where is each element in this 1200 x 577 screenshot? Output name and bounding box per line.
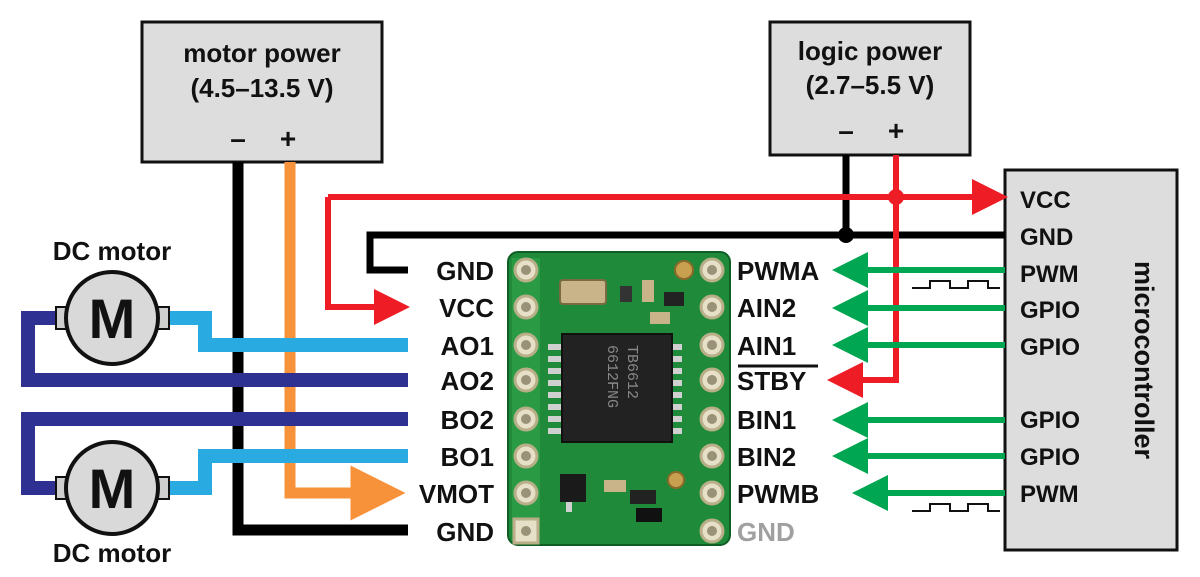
logic-power-range: (2.7–5.5 V) [806, 70, 935, 100]
motor-power-minus: – [230, 123, 246, 154]
pin-label-bo2: BO2 [441, 405, 494, 435]
logic-power-wires [325, 155, 1008, 398]
pin-label-pwma: PWMA [737, 256, 820, 286]
left-pin-labels: GND VCC AO1 AO2 BO2 BO1 VMOT GND [419, 256, 494, 547]
pin-label-gnd-right: GND [737, 517, 795, 547]
pin-label-vmot: VMOT [419, 479, 494, 509]
mcu-pin-gnd: GND [1020, 224, 1073, 251]
motor-a-symbol: M [89, 287, 136, 350]
motor-power-box: motor power (4.5–13.5 V) – + [140, 20, 384, 164]
chip-marking-2: 6612FNG [603, 345, 620, 408]
mcu-pin-pwm-b: PWM [1020, 481, 1079, 508]
mcu-pin-gpio-ain2: GPIO [1020, 297, 1080, 324]
driver-chip [561, 333, 673, 443]
motor-power-plus: + [280, 123, 296, 154]
motor-b-symbol: M [89, 457, 136, 520]
logic-power-plus: + [888, 115, 904, 146]
logic-power-title: logic power [798, 36, 942, 66]
driver-board: TB6612 6612FNG [507, 251, 731, 546]
pin-label-ain1: AIN1 [737, 331, 796, 361]
motor-power-range: (4.5–13.5 V) [190, 73, 333, 103]
motor-b-label: DC motor [53, 538, 171, 568]
pin-label-bo1: BO1 [441, 442, 494, 472]
logic-power-box: logic power (2.7–5.5 V) – + [768, 20, 972, 157]
motor-power-title: motor power [183, 38, 340, 68]
motor-a-label: DC motor [53, 236, 171, 266]
mcu-pin-gpio-ain1: GPIO [1020, 334, 1080, 361]
microcontroller-box: microcontroller VCC GND PWM GPIO GPIO GP… [1003, 168, 1179, 552]
mcu-pin-vcc: VCC [1020, 187, 1071, 214]
mcu-pin-gpio-bin1: GPIO [1020, 407, 1080, 434]
pin-label-bin2: BIN2 [737, 442, 796, 472]
microcontroller-title: microcontroller [1129, 261, 1159, 460]
signal-wires [832, 252, 1005, 512]
pin-label-vcc: VCC [439, 293, 494, 323]
motor-b-wires [21, 412, 408, 495]
pin-label-ain2: AIN2 [737, 293, 796, 323]
pin-label-bin1: BIN1 [737, 405, 796, 435]
left-header-pads [512, 257, 540, 545]
pin-label-gnd-left: GND [436, 256, 494, 286]
right-header-pads [699, 257, 725, 544]
pin-label-gnd-bottom: GND [436, 517, 494, 547]
pwm-waveform-icon [912, 503, 1000, 512]
motor-power-wires [232, 162, 408, 536]
pwm-waveform-icon [912, 280, 1000, 289]
pin-label-ao1: AO1 [441, 331, 494, 361]
motor-b: M DC motor [53, 440, 171, 568]
pin-label-stby: STBY [737, 366, 806, 396]
logic-power-minus: – [838, 115, 854, 146]
pin-label-pwmb: PWMB [737, 479, 819, 509]
motor-a: M DC motor [53, 236, 171, 366]
motor-a-wires [21, 311, 408, 387]
chip-marking-1: TB6612 [623, 345, 640, 399]
mcu-pin-gpio-bin2: GPIO [1020, 444, 1080, 471]
right-pin-labels: PWMA AIN2 AIN1 STBY BIN1 BIN2 PWMB GND [737, 256, 820, 547]
pin-label-ao2: AO2 [441, 366, 494, 396]
mcu-pin-pwm-a: PWM [1020, 261, 1079, 288]
